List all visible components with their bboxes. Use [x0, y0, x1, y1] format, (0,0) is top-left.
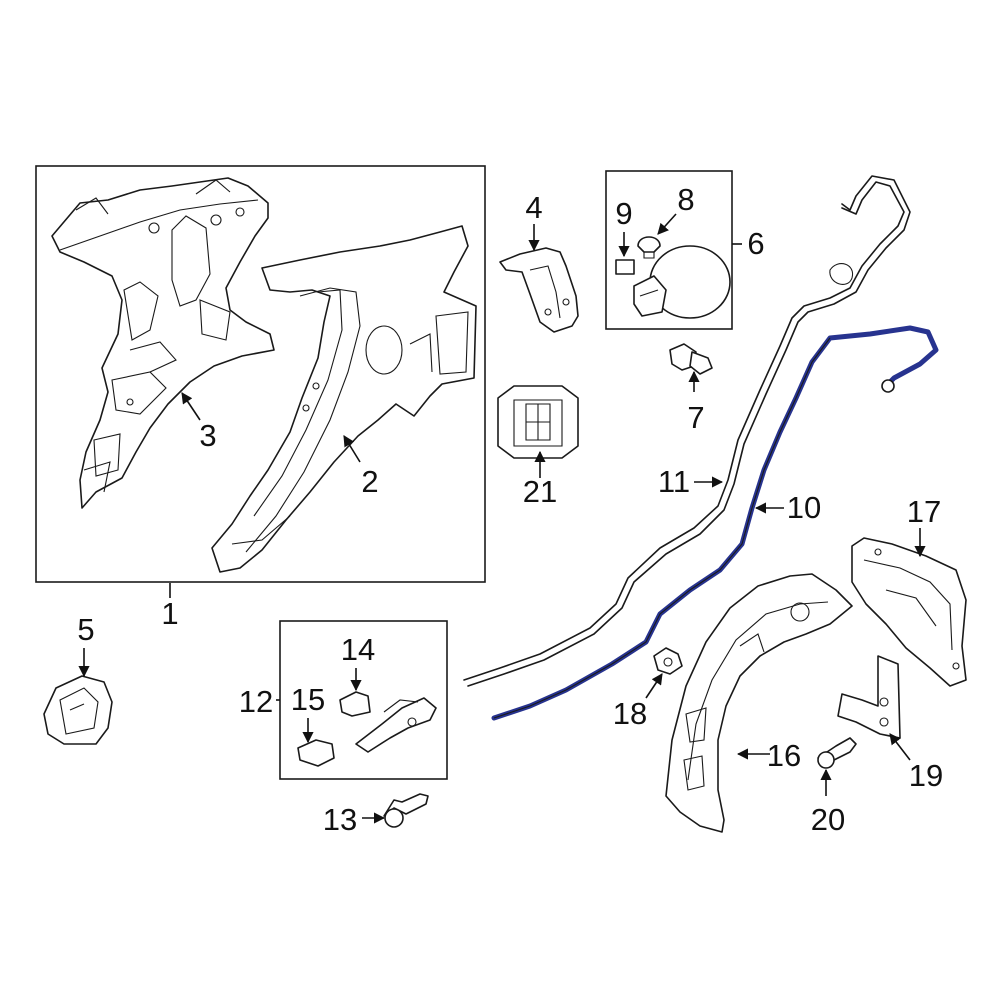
- callout-9: 9: [615, 196, 632, 231]
- latch-actuator-part[interactable]: [355, 697, 437, 753]
- callout-4: 4: [525, 190, 542, 225]
- callout-7: 7: [687, 400, 704, 435]
- callout-11: 11: [658, 464, 690, 499]
- bracket-plate-part[interactable]: [837, 655, 901, 739]
- filler-tube-part[interactable]: [463, 175, 911, 687]
- group-box-quarter-panel: [35, 165, 486, 583]
- callout-5: 5: [77, 612, 94, 647]
- fuel-door-bumper-part[interactable]: [637, 236, 661, 259]
- nut-part-18[interactable]: [653, 647, 683, 675]
- group-box-fuel-door: [605, 170, 733, 330]
- leader-lines: [78, 213, 926, 824]
- callout-labels: 1 2 3 4 5 6 7 8 9 10 11 12 13 14 15 16 1…: [77, 182, 943, 837]
- callout-6: 6: [747, 226, 764, 261]
- callout-2: 2: [361, 464, 378, 499]
- latch-clip-part[interactable]: [297, 739, 335, 767]
- wheelhouse-liner-part[interactable]: [665, 573, 853, 833]
- bracket-part[interactable]: [499, 247, 579, 333]
- connector-block-part[interactable]: [497, 385, 579, 459]
- callout-1: 1: [161, 596, 178, 631]
- fuel-door-part[interactable]: [633, 245, 731, 319]
- callout-21: 21: [523, 474, 557, 509]
- callout-12: 12: [239, 684, 273, 719]
- callout-15: 15: [291, 682, 325, 717]
- callout-8: 8: [677, 182, 694, 217]
- callout-16: 16: [767, 738, 801, 773]
- screw-part-20[interactable]: [817, 737, 857, 769]
- callout-13: 13: [323, 802, 357, 837]
- callout-19: 19: [909, 758, 943, 793]
- latch-cover-part[interactable]: [339, 691, 371, 717]
- callout-14: 14: [341, 632, 375, 667]
- vent-hose-part[interactable]: [491, 325, 939, 721]
- callout-10: 10: [787, 490, 821, 525]
- callout-17: 17: [907, 494, 941, 529]
- bolt-part-13[interactable]: [383, 793, 429, 828]
- fuel-door-clip-part[interactable]: [615, 259, 635, 275]
- callout-20: 20: [811, 802, 845, 837]
- outer-quarter-panel-part[interactable]: [211, 225, 477, 573]
- splash-shield-part[interactable]: [851, 537, 967, 687]
- callout-3: 3: [199, 418, 216, 453]
- bolt-part-7[interactable]: [669, 343, 713, 375]
- mount-bracket-part[interactable]: [43, 675, 113, 745]
- callout-18: 18: [613, 696, 647, 731]
- inner-quarter-panel-part[interactable]: [51, 177, 275, 509]
